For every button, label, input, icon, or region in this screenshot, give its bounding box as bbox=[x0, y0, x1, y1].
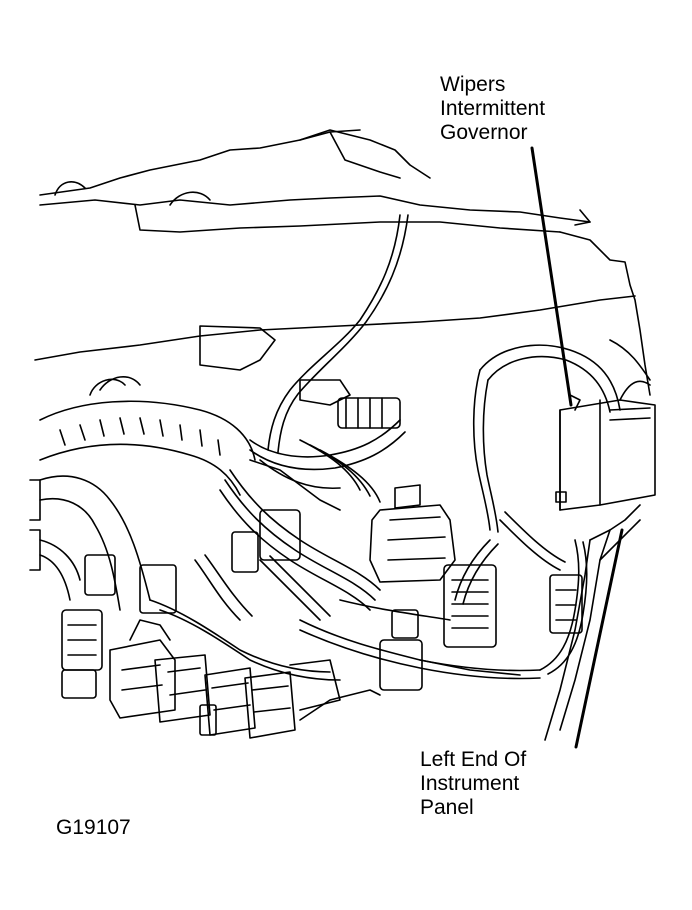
panel-label-line-1: Left End Of bbox=[420, 748, 527, 771]
panel-label-line-3: Panel bbox=[420, 796, 474, 819]
callout-leader-lines bbox=[530, 146, 624, 749]
left-wire-loom bbox=[29, 376, 256, 611]
wipers-label-line-2: Intermittent bbox=[440, 97, 546, 120]
dash-panel-outline bbox=[34, 129, 651, 406]
lower-right-harness bbox=[419, 511, 566, 676]
wipers-label-line-1: Wipers bbox=[440, 73, 506, 96]
connectors bbox=[61, 397, 583, 739]
panel-label-line-2: Instrument bbox=[420, 772, 520, 795]
figure-id: G19107 bbox=[56, 816, 131, 839]
governor-loop-wire bbox=[472, 344, 621, 533]
instrument-panel-left-end bbox=[544, 504, 641, 741]
instrument-panel-label: Left End Of Instrument Panel bbox=[420, 748, 526, 820]
wipers-label-line-3: Governor bbox=[440, 121, 528, 144]
central-wire-bundle bbox=[149, 214, 588, 681]
wipers-intermittent-governor bbox=[555, 380, 656, 511]
wipers-intermittent-governor-label: Wipers Intermittent Governor bbox=[440, 73, 545, 145]
